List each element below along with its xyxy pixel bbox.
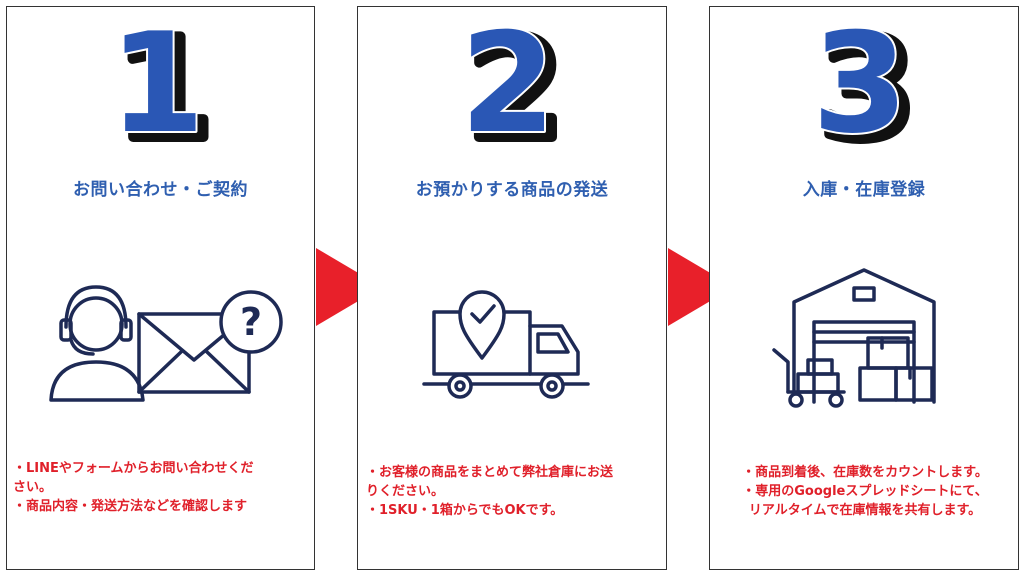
step-desc-line: ・お客様の商品をまとめて弊社倉庫にお送 — [366, 465, 614, 480]
next-arrow-icon — [316, 248, 382, 326]
step-desc-line: ・専用のGoogleスプレッドシートにて、 — [742, 484, 988, 499]
step-card-3: 3 3 入庫・在庫登録 ・商品到着後、在庫 — [709, 6, 1019, 570]
step-title-1: お問い合わせ・ご契約 — [73, 180, 248, 200]
step-card-2: 2 2 お預かりする商品の発送 ・お客様の商品をまとめて弊社倉庫にお送 りくださ… — [357, 6, 667, 570]
step-number-3: 3 3 — [710, 7, 1018, 157]
svg-text:2: 2 — [460, 7, 556, 157]
step-desc-line: ・LINEやフォームからお問い合わせくだ — [13, 461, 254, 476]
step-card-1: 1 1 お問い合わせ・ご契約 ? ・LINEやフォームからお問い合わせくだ さ — [6, 6, 315, 570]
svg-text:3: 3 — [812, 7, 908, 157]
svg-text:2: 2 — [468, 9, 564, 157]
step-desc-line: ・商品内容・発送方法などを確認します — [13, 499, 248, 514]
step-desc-1: ・LINEやフォームからお問い合わせくだ さい。 ・商品内容・発送方法などを確認… — [13, 459, 313, 516]
step-desc-line: さい。 — [13, 480, 53, 495]
step-desc-3: ・商品到着後、在庫数をカウントします。 ・専用のGoogleスプレッドシートにて… — [710, 463, 1020, 520]
next-arrow-icon — [668, 248, 734, 326]
step-desc-line: ・商品到着後、在庫数をカウントします。 — [742, 465, 988, 480]
svg-text:?: ? — [239, 300, 261, 344]
step-number-2: 2 2 — [358, 7, 666, 157]
support-envelope-question-icon: ? — [7, 262, 314, 412]
step-desc-2: ・お客様の商品をまとめて弊社倉庫にお送 りください。 ・1SKU・1箱からでもO… — [366, 463, 666, 520]
step-title-3: 入庫・在庫登録 — [802, 180, 926, 200]
step-desc-line: リアルタイムで在庫情報を共有します。 — [748, 503, 982, 518]
svg-text:3: 3 — [820, 9, 916, 157]
step-number-1: 1 1 — [7, 7, 314, 157]
warehouse-icon — [710, 262, 1018, 412]
step-title-2: お預かりする商品の発送 — [415, 180, 609, 200]
step-desc-line: ・1SKU・1箱からでもOKです。 — [366, 503, 564, 518]
svg-text:1: 1 — [116, 9, 212, 157]
delivery-truck-icon — [358, 262, 666, 412]
step-desc-line: りください。 — [366, 484, 445, 499]
svg-text:1: 1 — [108, 7, 204, 157]
